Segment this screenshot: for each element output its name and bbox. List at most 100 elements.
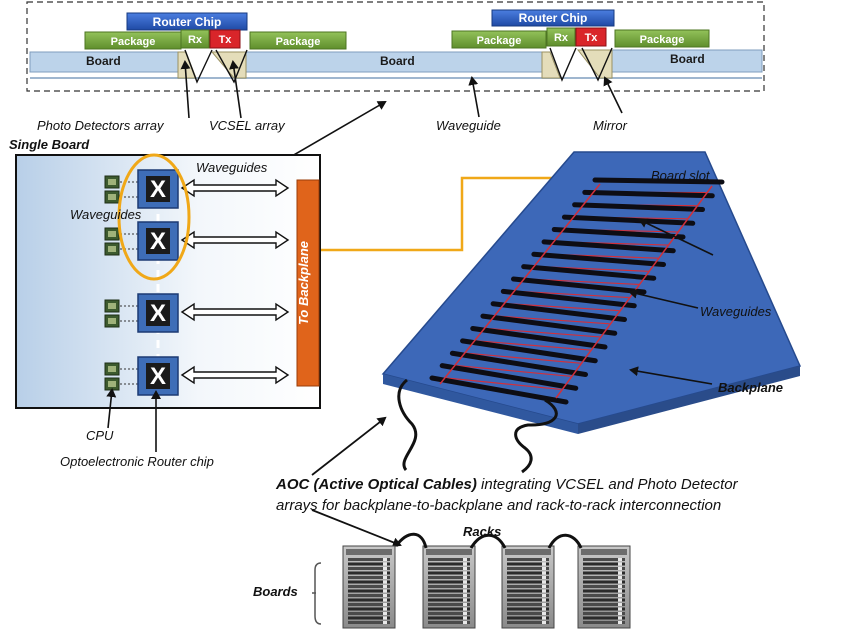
waveguides-left-label: Waveguides xyxy=(70,207,142,222)
backplane-slab-edge-front xyxy=(383,374,578,434)
server-rack xyxy=(342,545,396,629)
rack-board-handle xyxy=(463,589,467,593)
rack-cables xyxy=(394,532,583,549)
rack-board xyxy=(428,603,470,606)
rack-board xyxy=(428,616,470,620)
rack-board-handle xyxy=(618,558,622,561)
package-left-a-label: Package xyxy=(111,36,156,48)
rack-board-handle xyxy=(463,571,467,575)
rack-board-handle xyxy=(542,576,546,579)
rack-board-handle xyxy=(618,612,622,615)
rack-board-handle xyxy=(542,616,546,620)
vcsel-label: VCSEL array xyxy=(209,118,286,133)
server-rack xyxy=(577,545,631,629)
rack-board xyxy=(583,594,625,597)
rack-board-handle xyxy=(542,621,546,624)
rack-board xyxy=(348,562,390,566)
rack-cable-3 xyxy=(547,533,583,549)
rack-board-handle xyxy=(542,585,546,588)
rack-board xyxy=(583,562,625,566)
rack-board-handle xyxy=(618,567,622,570)
photo-detector-arrow xyxy=(180,60,191,119)
rack-board-handle xyxy=(463,558,467,561)
rack-board-handle xyxy=(463,607,467,611)
mirror-label: Mirror xyxy=(593,118,628,133)
rack-board-handle xyxy=(618,580,622,584)
rack-board-handle xyxy=(463,580,467,584)
aoc-bold: AOC (Active Optical Cables) xyxy=(275,476,477,493)
rx-label-right: Rx xyxy=(554,32,569,44)
board-slot xyxy=(561,214,696,226)
rack-board-handle xyxy=(463,612,467,615)
rx-block-right xyxy=(546,27,576,47)
bidirectional-link-arrow xyxy=(180,365,290,385)
aoc-cables xyxy=(397,378,558,474)
rack-board-handle xyxy=(383,558,387,561)
rack-board-handle xyxy=(618,571,622,575)
rack-board xyxy=(507,567,549,570)
rack-board-handle xyxy=(618,598,622,602)
optical-path-right-rx xyxy=(549,47,577,82)
package-right-a xyxy=(451,30,547,49)
rack-board-handle xyxy=(542,558,546,561)
cpu-die xyxy=(108,303,116,309)
rack-cable-1 xyxy=(394,532,428,549)
board-slot xyxy=(541,239,676,254)
board-slot-label: Board slot xyxy=(651,168,711,183)
rack-board-handle xyxy=(618,607,622,611)
rack-board-handle xyxy=(542,589,546,593)
board-slot xyxy=(551,227,686,240)
rack-board-handle xyxy=(463,567,467,570)
tx-block-right xyxy=(575,27,607,47)
boards-bracket xyxy=(312,562,322,625)
rack-board xyxy=(428,612,470,615)
backplane-waveguide xyxy=(484,327,600,338)
cpu-die xyxy=(108,366,116,372)
rack-board xyxy=(348,612,390,615)
board-slot xyxy=(572,202,705,212)
rack-board-handle xyxy=(463,576,467,579)
rack-board-handle xyxy=(542,571,546,575)
cross-section: Router Chip Package Rx Tx Package Board … xyxy=(26,1,765,92)
highlight-ellipse xyxy=(117,153,191,281)
backplane-waveguide-bus xyxy=(439,183,601,385)
board-slot xyxy=(490,301,627,322)
cpu-die xyxy=(108,231,116,237)
aoc-cable-left xyxy=(397,378,418,471)
rack-board xyxy=(348,603,390,606)
rack-board xyxy=(428,607,470,611)
rack-board xyxy=(428,558,470,561)
rack-board-handle xyxy=(383,607,387,611)
board-slot xyxy=(531,251,666,267)
cpu-die xyxy=(108,381,116,387)
backplane-callouts xyxy=(628,218,714,385)
rack-board-handle xyxy=(383,589,387,593)
rack-board-handle xyxy=(618,585,622,588)
rack-board xyxy=(583,616,625,620)
rack-board xyxy=(507,562,549,566)
rack-board-handle xyxy=(618,603,622,606)
board-slot xyxy=(592,177,725,185)
mirror-arrow xyxy=(603,76,623,114)
package-right-b xyxy=(614,29,710,48)
cross-section-frame xyxy=(26,1,765,92)
server-rack xyxy=(501,545,555,629)
router-chip-core xyxy=(146,363,170,389)
switch-glyph: X xyxy=(150,300,166,327)
switch-glyph: X xyxy=(150,363,166,390)
backplane-waveguides-label: Waveguides xyxy=(700,304,772,319)
racks-group xyxy=(342,545,631,629)
board-slot xyxy=(511,276,647,295)
optical-path-left-tx xyxy=(215,49,248,84)
board-middle-label: Board xyxy=(380,54,415,68)
board-slot xyxy=(429,375,569,405)
board-slot xyxy=(470,326,608,350)
board-row: X xyxy=(104,169,290,209)
backplane-label: Backplane xyxy=(718,380,783,395)
rack-board xyxy=(507,585,549,588)
rack-board-handle xyxy=(383,603,387,606)
waveguide-label: Waveguide xyxy=(436,118,501,133)
rack-board xyxy=(507,571,549,575)
aoc-cable-right xyxy=(514,398,558,474)
